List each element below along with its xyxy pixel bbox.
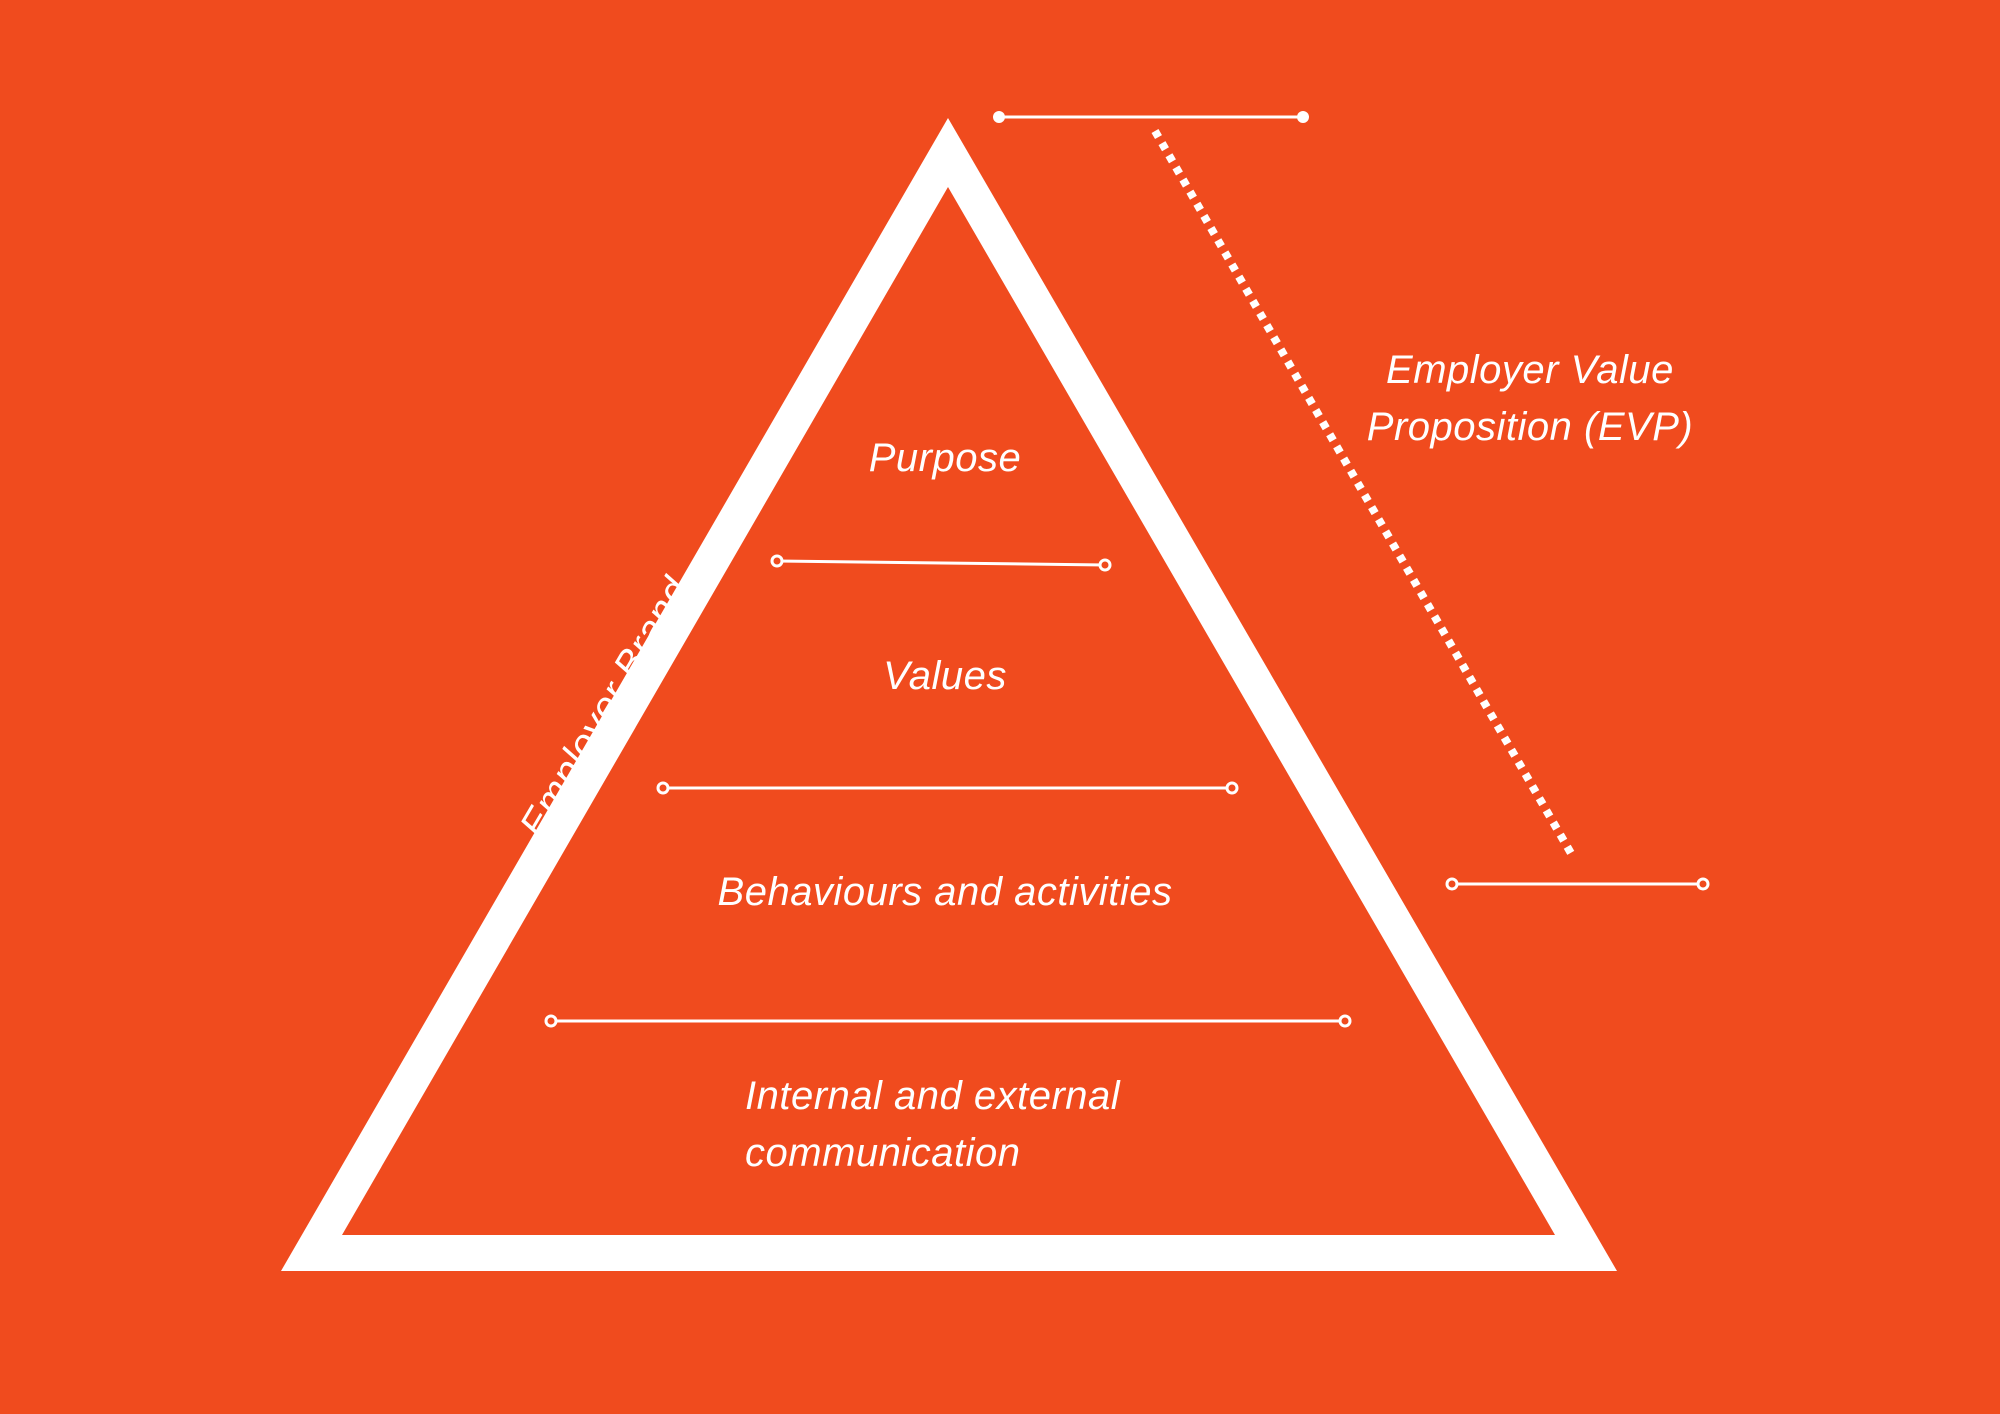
divider-purpose-values [770,554,1112,572]
divider-behaviours-communication [544,1014,1352,1028]
evp-bracket-top [993,111,1309,123]
divider-values-behaviours [656,781,1239,795]
level-label-values: Values [883,654,1007,698]
evp-label: Employer Value Proposition (EVP) [1366,348,1694,450]
pyramid-inner [342,187,1555,1235]
evp-bracket-bottom [1445,877,1710,891]
level-label-communication: Internal and external communication [745,1074,1121,1176]
level-label-purpose: Purpose [868,436,1022,480]
level-label-behaviours: Behaviours and activities [717,870,1173,914]
